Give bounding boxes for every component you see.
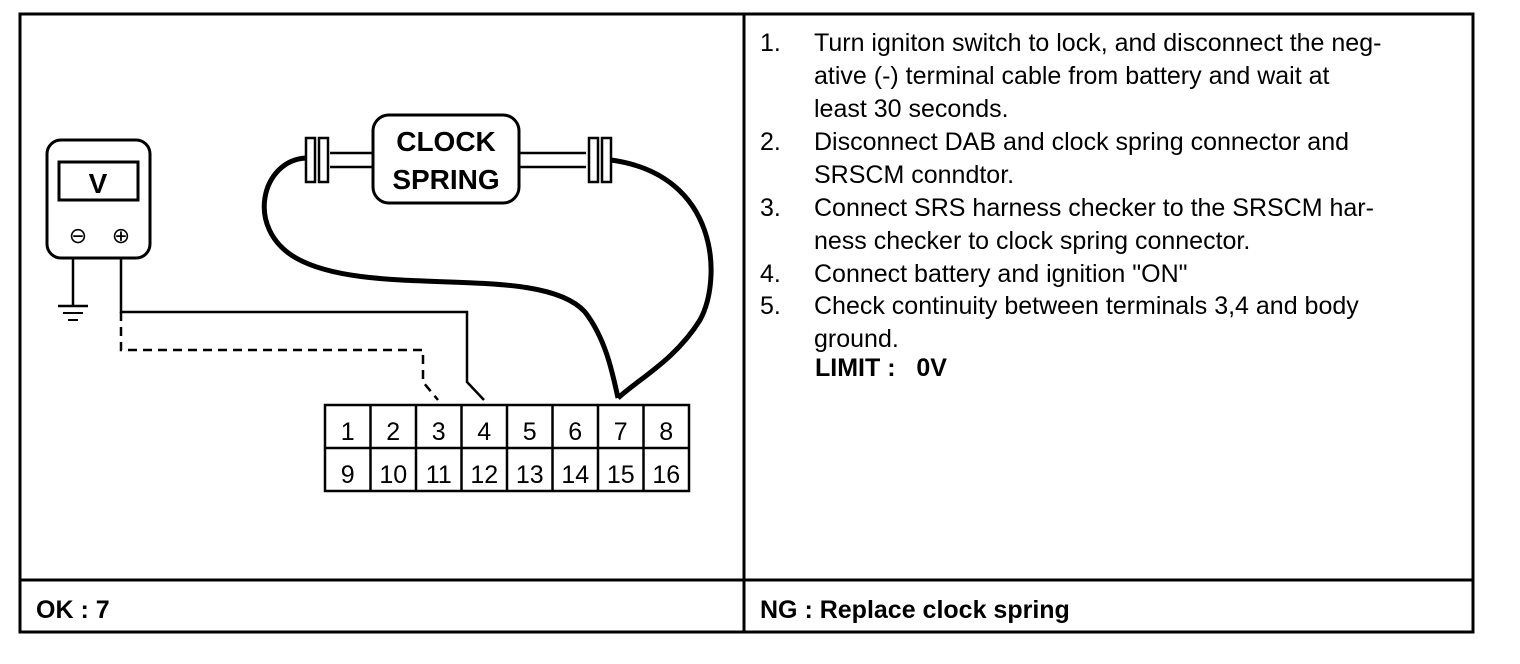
terminal-number: 12 xyxy=(470,461,498,489)
step-text-line: least 30 seconds. xyxy=(814,95,1009,123)
voltmeter-body xyxy=(45,138,152,260)
step-text: Connect SRS harness checker to the SRSCM… xyxy=(814,192,1454,258)
positive-terminal-icon: ⊕ xyxy=(112,223,130,248)
terminal-number: 8 xyxy=(659,418,673,446)
clock-spring-label-line2: SPRING xyxy=(392,164,499,195)
voltmeter-display xyxy=(57,160,140,202)
ok-result: OK : 7 xyxy=(36,596,110,624)
step-text: Check continuity between terminals 3,4 a… xyxy=(814,290,1454,356)
step-text-line: ative (-) terminal cable from battery an… xyxy=(814,62,1330,90)
step-text: Connect battery and ignition "ON" xyxy=(814,258,1454,291)
clock-spring: CLOCK SPRING xyxy=(304,113,613,205)
voltmeter-label: V xyxy=(89,168,108,199)
clock-spring-box xyxy=(371,113,521,205)
step-text-line: Disconnect DAB and clock spring connecto… xyxy=(814,128,1350,156)
terminal-number: 15 xyxy=(607,461,635,489)
step-text-line: ground. xyxy=(814,325,899,353)
terminal-number: 2 xyxy=(386,418,400,446)
step-text-line: Connect SRS harness checker to the SRSCM… xyxy=(814,194,1374,222)
step-number: 5. xyxy=(760,292,781,320)
terminal-number: 9 xyxy=(341,461,355,489)
terminal-number: 10 xyxy=(379,461,407,489)
step-text: Turn igniton switch to lock, and disconn… xyxy=(814,27,1454,126)
right-connector-icon xyxy=(587,136,600,184)
step-number: 2. xyxy=(760,128,781,156)
limit-label: LIMIT : xyxy=(815,354,896,382)
terminal-number: 7 xyxy=(614,418,628,446)
terminal-number: 6 xyxy=(568,418,582,446)
limit-value: 0V xyxy=(916,354,947,382)
terminal-number: 16 xyxy=(652,461,680,489)
clock-spring-label-line1: CLOCK xyxy=(396,126,496,157)
step-text-line: Connect battery and ignition "ON" xyxy=(814,260,1188,288)
step-number: 3. xyxy=(760,194,781,222)
negative-terminal-icon: ⊖ xyxy=(69,223,87,248)
voltmeter: V ⊖ ⊕ xyxy=(45,138,152,260)
harness-wire-left xyxy=(261,155,621,399)
ng-result: NG : Replace clock spring xyxy=(760,596,1070,624)
step-text-line: Check continuity between terminals 3,4 a… xyxy=(814,292,1359,320)
terminal-number: 13 xyxy=(516,461,544,489)
terminal-number: 3 xyxy=(432,418,446,446)
terminal-number: 4 xyxy=(477,418,491,446)
limit-line: LIMIT : 0V xyxy=(815,352,947,385)
harness-wire-right xyxy=(610,157,714,400)
left-connector-icon xyxy=(304,136,317,184)
probe-lead-terminal-4 xyxy=(119,258,485,401)
probe-lead-terminal-3 xyxy=(119,312,439,401)
ground-symbol-icon xyxy=(58,258,88,321)
terminal-number: 5 xyxy=(523,418,537,446)
terminal-number: 14 xyxy=(561,461,589,489)
step-number: 1. xyxy=(760,29,781,57)
table-border xyxy=(18,12,1475,634)
step-text-line: SRSCM conndtor. xyxy=(814,161,1015,189)
terminal-number: 11 xyxy=(426,461,452,489)
step-text-line: ness checker to clock spring connector. xyxy=(814,227,1251,255)
step-number: 4. xyxy=(760,260,781,288)
step-text-line: Turn igniton switch to lock, and disconn… xyxy=(814,29,1382,57)
step-text: Disconnect DAB and clock spring connecto… xyxy=(814,126,1454,192)
terminal-number: 1 xyxy=(341,418,355,446)
